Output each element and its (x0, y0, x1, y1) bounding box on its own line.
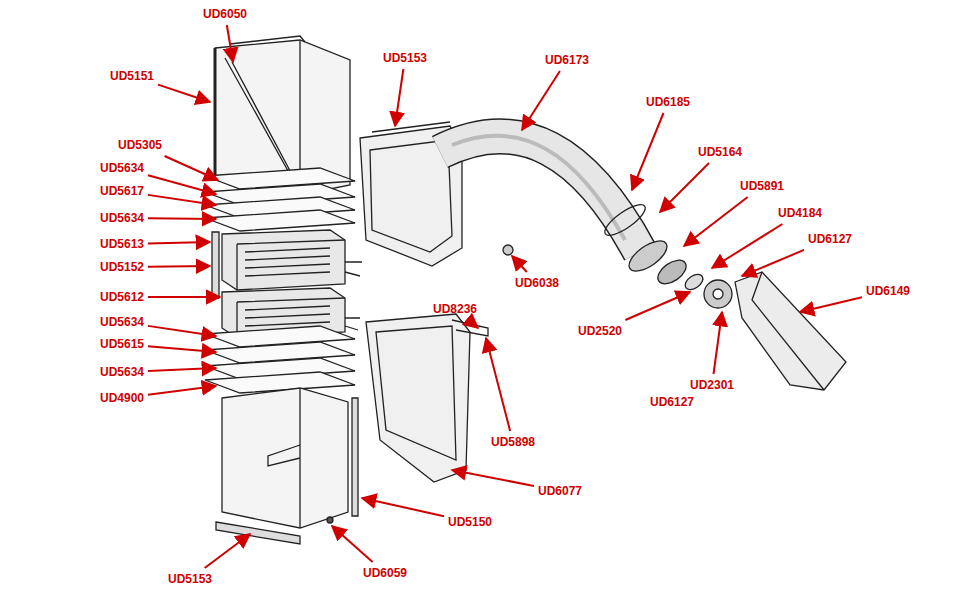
callout-number: UD5164 (698, 145, 742, 159)
callout-number: UD6050 (203, 7, 247, 21)
callout-number: UD5898 (491, 435, 535, 449)
leader-arrow (148, 175, 216, 194)
callout-number: UD5613 (100, 237, 144, 251)
callout-number: UD5634 (100, 211, 144, 225)
callout-number: UD6059 (363, 566, 407, 580)
callout-number: UD5150 (448, 515, 492, 529)
callout-number: UD5152 (100, 260, 144, 274)
leader-arrow (452, 470, 534, 486)
callout-number: UD5305 (118, 138, 162, 152)
leader-arrow (148, 346, 216, 352)
leader-arrow (684, 197, 748, 246)
callout-number: UD6185 (646, 95, 690, 109)
leader-arrow (742, 250, 804, 276)
leader-arrow (486, 338, 510, 431)
callout-number: UD6127 (650, 395, 694, 409)
callout-number: UD5153 (168, 572, 212, 586)
callout-number: UD6038 (515, 276, 559, 290)
leader-arrow (165, 156, 218, 180)
callout-number: UD6173 (545, 53, 589, 67)
leader-arrow (148, 195, 216, 205)
leader-arrow (522, 71, 560, 130)
leader-arrow (332, 526, 373, 562)
callout-number: UD8236 (433, 302, 477, 316)
callout-number: UD6149 (866, 284, 910, 298)
callout-number: UD5617 (100, 184, 144, 198)
leader-arrow (468, 320, 478, 328)
callout-number: UD5634 (100, 315, 144, 329)
leader-arrow (625, 292, 690, 320)
callout-number: UD5612 (100, 290, 144, 304)
callout-number: UD5153 (383, 51, 427, 65)
callout-number: UD4184 (778, 206, 822, 220)
leader-arrow (660, 163, 709, 212)
leader-arrow (158, 85, 210, 102)
leader-arrow (148, 242, 210, 243)
leader-arrow (395, 69, 403, 126)
callout-number: UD5634 (100, 161, 144, 175)
leader-arrow (632, 113, 664, 190)
leader-arrow (800, 297, 862, 312)
leader-arrow (712, 224, 782, 268)
callout-number: UD5615 (100, 337, 144, 351)
callout-number: UD6077 (538, 484, 582, 498)
leader-arrow (148, 265, 210, 268)
leader-arrow (148, 217, 216, 220)
leader-arrow (148, 368, 216, 371)
callout-number: UD5634 (100, 365, 144, 379)
callout-number: UD4900 (100, 391, 144, 405)
leader-arrow (148, 296, 220, 298)
leader-arrow (148, 326, 216, 336)
callout-number: UD6127 (808, 232, 852, 246)
leader-arrow (512, 256, 527, 272)
leader-arrow (148, 386, 216, 395)
leader-arrow (714, 312, 722, 374)
callout-number: UD5151 (110, 69, 154, 83)
callout-number: UD2301 (690, 378, 734, 392)
leader-arrow (227, 25, 233, 62)
callout-number: UD5891 (740, 179, 784, 193)
leader-arrow (362, 498, 444, 516)
callout-number: UD2520 (578, 324, 622, 338)
leader-arrow (205, 534, 250, 568)
